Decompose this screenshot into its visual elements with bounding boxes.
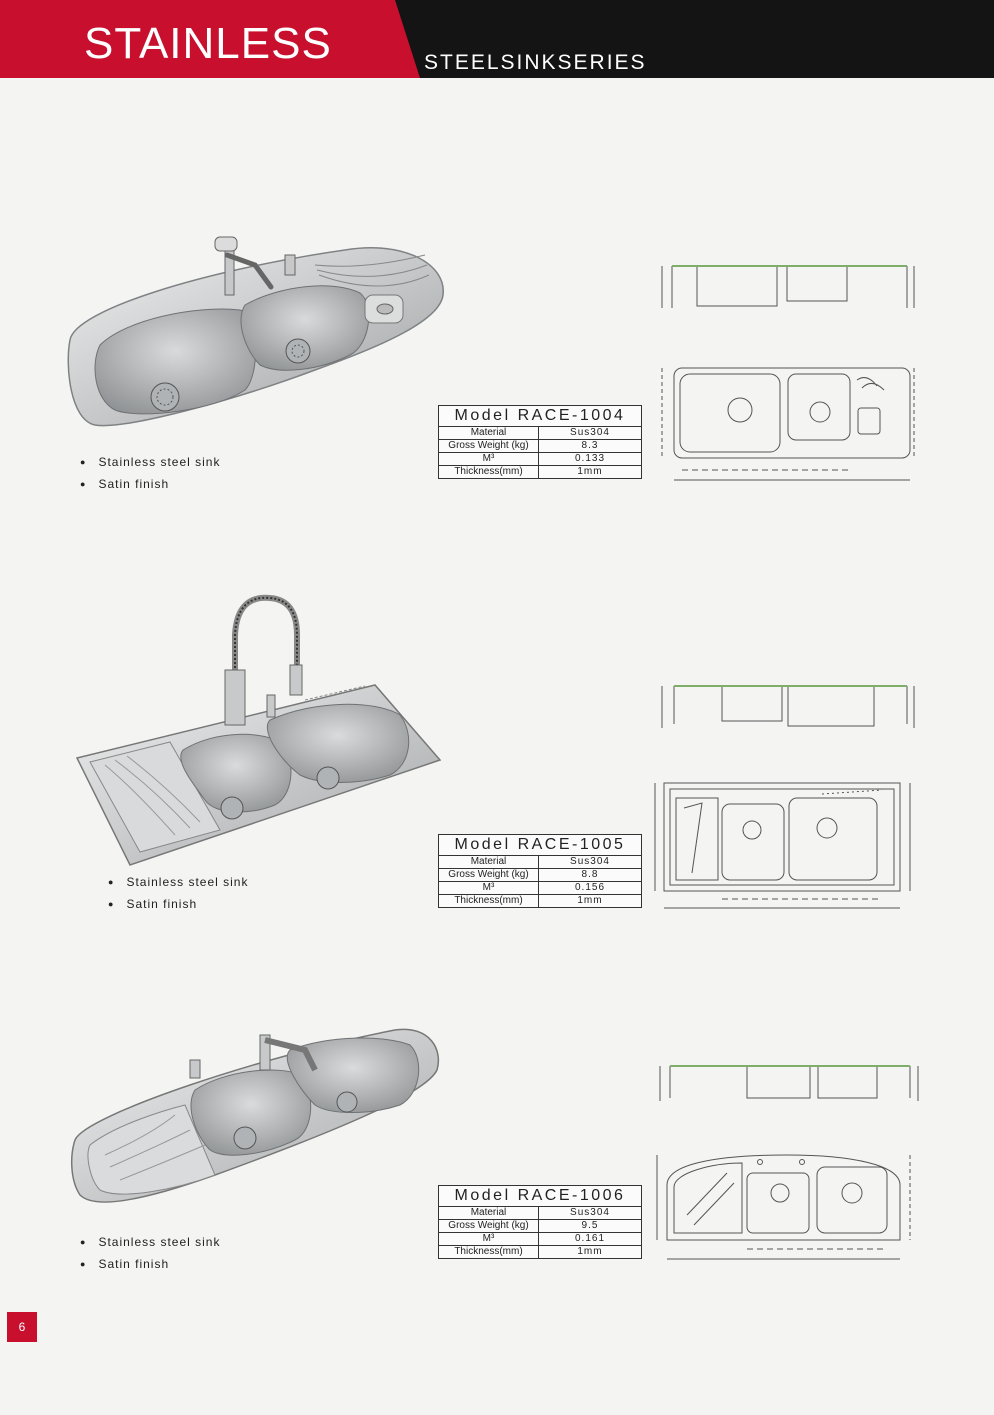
page-subtitle: STEELSINKSERIES bbox=[424, 51, 647, 74]
spec-table: Model RACE-1006 Material Sus304 Gross Wei… bbox=[438, 1185, 642, 1259]
spec-row: M³ 0.161 bbox=[439, 1233, 641, 1246]
page-number: 6 bbox=[7, 1312, 37, 1342]
feature-item: Satin finish bbox=[80, 473, 220, 495]
spec-row: M³ 0.133 bbox=[439, 453, 641, 466]
sink-photo bbox=[75, 594, 442, 866]
spec-row: Thickness(mm) 1mm bbox=[439, 1246, 641, 1258]
spec-value: Sus304 bbox=[570, 1207, 610, 1218]
top-plan-drawing bbox=[661, 367, 915, 481]
spec-row: Material Sus304 bbox=[439, 1207, 641, 1220]
spec-row: Gross Weight (kg) 8.3 bbox=[439, 440, 641, 453]
top-plan-drawing bbox=[654, 782, 911, 909]
spec-row: Thickness(mm) 1mm bbox=[439, 895, 641, 907]
feature-item: Stainless steel sink bbox=[80, 1231, 220, 1253]
page-title: STAINLESS bbox=[84, 19, 332, 68]
spec-key: Thickness(mm) bbox=[439, 466, 539, 478]
spec-value: 9.5 bbox=[581, 1220, 599, 1231]
spec-value: 8.8 bbox=[581, 869, 599, 880]
spec-key: Gross Weight (kg) bbox=[439, 440, 539, 452]
spec-value: 1mm bbox=[577, 1246, 603, 1257]
spec-key: Material bbox=[439, 1207, 539, 1219]
spec-value: Sus304 bbox=[570, 856, 610, 867]
side-elevation-drawing bbox=[661, 685, 915, 728]
side-elevation-drawing bbox=[661, 265, 915, 308]
spec-key: M³ bbox=[439, 882, 539, 894]
model-name: Model RACE-1005 bbox=[439, 835, 641, 856]
top-plan-drawing bbox=[656, 1154, 911, 1260]
spec-key: Material bbox=[439, 427, 539, 439]
spec-key: Thickness(mm) bbox=[439, 1246, 539, 1258]
feature-item: Stainless steel sink bbox=[80, 451, 220, 473]
spec-key: M³ bbox=[439, 453, 539, 465]
product-race-1005: Stainless steel sink Satin finish Model … bbox=[0, 590, 994, 990]
spec-row: Gross Weight (kg) 8.8 bbox=[439, 869, 641, 882]
spec-table: Model RACE-1004 Material Sus304 Gross Wei… bbox=[438, 405, 642, 479]
sink-photo bbox=[70, 1028, 440, 1203]
spec-row: Thickness(mm) 1mm bbox=[439, 466, 641, 478]
spec-row: Gross Weight (kg) 9.5 bbox=[439, 1220, 641, 1233]
spec-row: Material Sus304 bbox=[439, 856, 641, 869]
feature-list: Stainless steel sink Satin finish bbox=[80, 451, 220, 495]
feature-list: Stainless steel sink Satin finish bbox=[108, 871, 248, 915]
spec-value: 0.133 bbox=[574, 453, 606, 464]
spec-row: M³ 0.156 bbox=[439, 882, 641, 895]
spec-key: Material bbox=[439, 856, 539, 868]
header-red-banner bbox=[0, 0, 420, 78]
spec-value: 0.161 bbox=[574, 1233, 606, 1244]
feature-item: Satin finish bbox=[108, 893, 248, 915]
spec-key: Gross Weight (kg) bbox=[439, 869, 539, 881]
spec-value: 1mm bbox=[577, 466, 603, 477]
spec-key: Gross Weight (kg) bbox=[439, 1220, 539, 1232]
product-race-1004: Stainless steel sink Satin finish Model … bbox=[0, 200, 994, 600]
feature-item: Stainless steel sink bbox=[108, 871, 248, 893]
product-race-1006: Stainless steel sink Satin finish Model … bbox=[0, 1015, 994, 1415]
model-name: Model RACE-1006 bbox=[439, 1186, 641, 1207]
sink-photo bbox=[67, 236, 444, 427]
spec-value: 0.156 bbox=[574, 882, 606, 893]
spec-table: Model RACE-1005 Material Sus304 Gross Wei… bbox=[438, 834, 642, 908]
spec-value: 1mm bbox=[577, 895, 603, 906]
model-name: Model RACE-1004 bbox=[439, 406, 641, 427]
feature-list: Stainless steel sink Satin finish bbox=[80, 1231, 220, 1275]
spec-key: M³ bbox=[439, 1233, 539, 1245]
spec-key: Thickness(mm) bbox=[439, 895, 539, 907]
side-elevation-drawing bbox=[659, 1065, 919, 1101]
feature-item: Satin finish bbox=[80, 1253, 220, 1275]
spec-value: Sus304 bbox=[570, 427, 610, 438]
spec-row: Material Sus304 bbox=[439, 427, 641, 440]
spec-value: 8.3 bbox=[581, 440, 599, 451]
